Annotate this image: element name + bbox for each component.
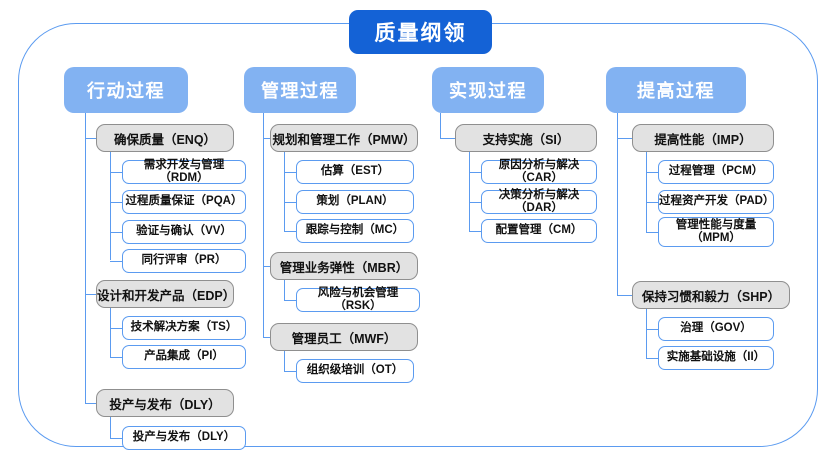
column-header-2[interactable]: 管理过程 xyxy=(244,67,356,113)
connector xyxy=(646,172,659,174)
connector xyxy=(646,202,659,204)
group-box[interactable]: 支持实施（SI） xyxy=(455,124,597,152)
column-header-4[interactable]: 提高过程 xyxy=(606,67,746,113)
group-box[interactable]: 规划和管理工作（PMW） xyxy=(270,124,418,152)
connector xyxy=(469,202,482,204)
connector xyxy=(110,261,123,263)
connector xyxy=(110,417,112,439)
leaf-box[interactable]: 实施基础设施（II） xyxy=(658,346,774,370)
connector xyxy=(284,371,297,373)
leaf-box[interactable]: 治理（GOV） xyxy=(658,317,774,341)
connector xyxy=(110,172,123,174)
connector xyxy=(284,231,297,233)
leaf-box[interactable]: 策划（PLAN） xyxy=(296,190,414,214)
leaf-box[interactable]: 配置管理（CM） xyxy=(481,219,597,243)
leaf-box[interactable]: 需求开发与管理（RDM） xyxy=(122,159,246,184)
connector xyxy=(284,351,286,372)
column-header-1[interactable]: 行动过程 xyxy=(64,67,188,113)
connector xyxy=(85,403,97,405)
leaf-box[interactable]: 投产与发布（DLY） xyxy=(122,426,246,450)
connector xyxy=(110,202,123,204)
leaf-box[interactable]: 同行评审（PR） xyxy=(122,249,246,273)
connector xyxy=(263,138,271,140)
root-title: 质量纲领 xyxy=(349,10,492,54)
connector xyxy=(617,138,633,140)
connector xyxy=(646,358,659,360)
connector xyxy=(284,300,297,302)
leaf-box[interactable]: 风险与机会管理（RSK） xyxy=(296,287,420,312)
group-box[interactable]: 管理业务弹性（MBR） xyxy=(270,252,418,280)
connector xyxy=(617,113,619,296)
connector xyxy=(469,172,482,174)
connector xyxy=(263,266,271,268)
connector xyxy=(110,308,112,357)
connector xyxy=(110,438,123,440)
connector xyxy=(85,138,97,140)
connector xyxy=(263,113,265,338)
leaf-box[interactable]: 技术解决方案（TS） xyxy=(122,316,246,340)
connector xyxy=(110,357,123,359)
column-header-3[interactable]: 实现过程 xyxy=(432,67,544,113)
leaf-box[interactable]: 决策分析与解决（DAR） xyxy=(481,189,597,214)
leaf-box[interactable]: 管理性能与度量 （MPM） xyxy=(658,217,774,247)
leaf-box[interactable]: 估算（EST） xyxy=(296,160,414,184)
connector xyxy=(284,280,286,301)
group-box[interactable]: 保持习惯和毅力（SHP） xyxy=(632,281,790,309)
connector xyxy=(85,294,97,296)
leaf-box[interactable]: 验证与确认（VV） xyxy=(122,220,246,244)
leaf-box[interactable]: 过程质量保证（PQA） xyxy=(122,190,246,214)
connector xyxy=(440,138,456,140)
connector xyxy=(646,152,648,232)
connector xyxy=(646,309,648,359)
group-box[interactable]: 设计和开发产品（EDP） xyxy=(96,280,235,308)
connector xyxy=(110,232,123,234)
leaf-box[interactable]: 过程资产开发（PAD） xyxy=(658,190,774,214)
leaf-box[interactable]: 组织级培训（OT） xyxy=(296,359,414,383)
connector xyxy=(469,231,482,233)
group-box[interactable]: 提高性能（IMP） xyxy=(632,124,774,152)
connector xyxy=(284,152,286,231)
connector xyxy=(284,202,297,204)
leaf-box[interactable]: 过程管理（PCM） xyxy=(658,160,774,184)
connector xyxy=(646,329,659,331)
connector xyxy=(440,113,442,138)
group-box[interactable]: 投产与发布（DLY） xyxy=(96,389,234,417)
leaf-box[interactable]: 产品集成（PI） xyxy=(122,345,246,369)
connector xyxy=(263,337,271,339)
connector xyxy=(110,152,112,260)
connector xyxy=(284,172,297,174)
connector xyxy=(469,152,471,231)
group-box[interactable]: 确保质量（ENQ） xyxy=(96,124,234,152)
connector xyxy=(110,328,123,330)
leaf-box[interactable]: 跟踪与控制（MC） xyxy=(296,219,414,243)
group-box[interactable]: 管理员工（MWF） xyxy=(270,323,418,351)
leaf-box[interactable]: 原因分析与解决（CAR） xyxy=(481,159,597,184)
connector xyxy=(646,232,659,234)
connector xyxy=(617,295,633,297)
connector xyxy=(85,113,87,403)
